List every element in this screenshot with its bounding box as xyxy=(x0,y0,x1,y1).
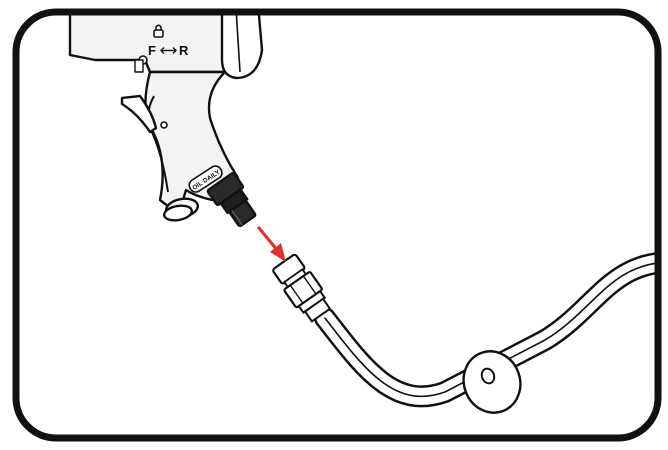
tool-trigger xyxy=(120,94,158,134)
hose-ball xyxy=(462,350,522,414)
hose-inner-line xyxy=(324,261,668,398)
hose-coupler xyxy=(272,253,332,323)
tool-regulator-knob xyxy=(162,197,200,222)
diagram-frame xyxy=(12,8,662,442)
direction-forward-label: F xyxy=(148,43,156,58)
tool-boot xyxy=(220,2,264,80)
air-hose xyxy=(314,251,668,408)
direction-reverse-label: R xyxy=(179,43,189,58)
lock-icon xyxy=(153,24,164,38)
tool-pin xyxy=(160,121,168,129)
double-arrow-icon xyxy=(160,47,177,54)
arrow-down-right-icon xyxy=(257,226,286,262)
tool-air-inlet xyxy=(206,172,257,228)
tool-reverse-knob xyxy=(134,59,144,73)
